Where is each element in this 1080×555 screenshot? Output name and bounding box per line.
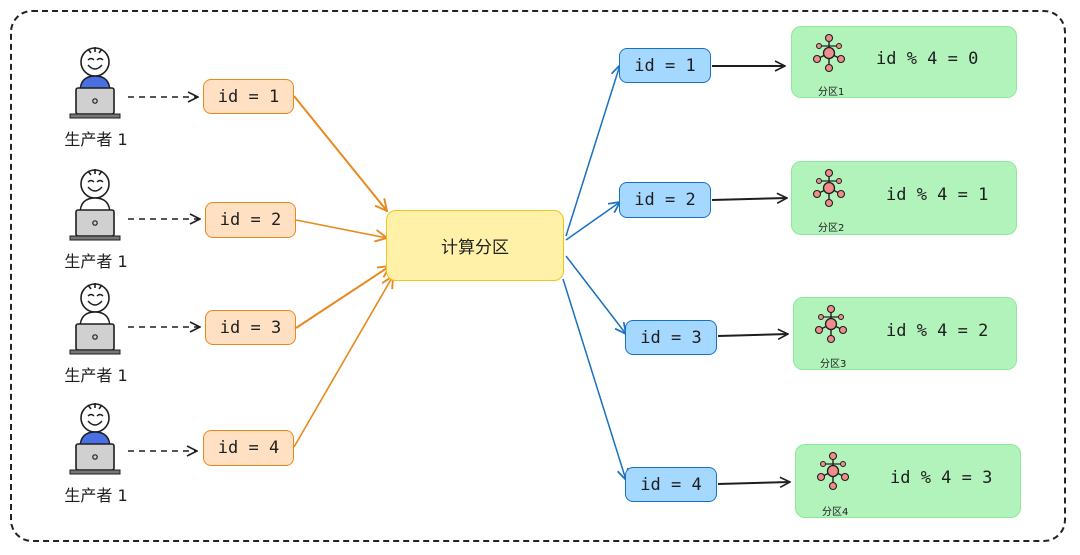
partition-label: 分区4 <box>822 507 849 518</box>
partition-card: id % 4 = 1 分区2 <box>791 161 1017 235</box>
producer-label: 生产者 1 <box>64 366 128 385</box>
partition-arrow-2 <box>711 198 787 200</box>
routed-id-box: id = 1 <box>619 48 711 83</box>
partition-calculator: 计算分区 <box>386 210 564 281</box>
producer: 生产者 1 <box>58 42 138 150</box>
route-arrow-4 <box>562 278 626 480</box>
message-arrow-4 <box>293 276 393 448</box>
partition-card: id % 4 = 0 分区1 <box>791 26 1017 98</box>
message-box: id = 2 <box>205 202 296 238</box>
producer-label: 生产者 1 <box>64 130 128 149</box>
partition-rule: id % 4 = 0 <box>876 49 979 69</box>
message-box: id = 1 <box>203 79 294 114</box>
message-box: id = 4 <box>203 430 294 466</box>
route-arrow-2 <box>565 202 620 241</box>
partition-label: 分区2 <box>818 223 845 234</box>
producer: 生产者 1 <box>58 278 138 386</box>
partition-rule: id % 4 = 1 <box>886 185 989 205</box>
producer-label: 生产者 1 <box>64 486 128 505</box>
message-arrow-2 <box>295 219 387 238</box>
person-laptop-icon <box>69 169 121 241</box>
partition-card: id % 4 = 3 分区4 <box>795 444 1021 518</box>
routed-id-box: id = 2 <box>619 182 711 218</box>
dashed-frame <box>10 10 1066 542</box>
partition-card: id % 4 = 2 分区3 <box>793 297 1017 370</box>
partition-rule: id % 4 = 2 <box>886 321 989 341</box>
person-laptop-icon <box>69 283 121 355</box>
producer: 生产者 1 <box>58 164 138 272</box>
partition-label: 分区1 <box>818 87 845 98</box>
kafka-icon <box>812 168 846 208</box>
partition-label: 分区3 <box>820 359 847 370</box>
message-box: id = 3 <box>205 310 296 345</box>
routed-id-box: id = 4 <box>625 467 717 502</box>
partition-rule: id % 4 = 3 <box>890 468 993 488</box>
partition-arrow-4 <box>717 482 790 484</box>
kafka-icon <box>812 33 846 73</box>
partition-arrow-3 <box>717 334 788 336</box>
kafka-icon <box>816 451 850 491</box>
person-laptop-icon <box>69 403 121 475</box>
route-arrow-1 <box>565 65 620 237</box>
route-arrow-3 <box>565 255 626 334</box>
routed-id-box: id = 3 <box>625 320 717 355</box>
kafka-icon <box>814 304 848 344</box>
producer: 生产者 1 <box>58 398 138 506</box>
person-laptop-icon <box>69 47 121 119</box>
producer-label: 生产者 1 <box>64 252 128 271</box>
message-arrow-3 <box>295 266 390 329</box>
message-arrow-1 <box>293 95 387 211</box>
